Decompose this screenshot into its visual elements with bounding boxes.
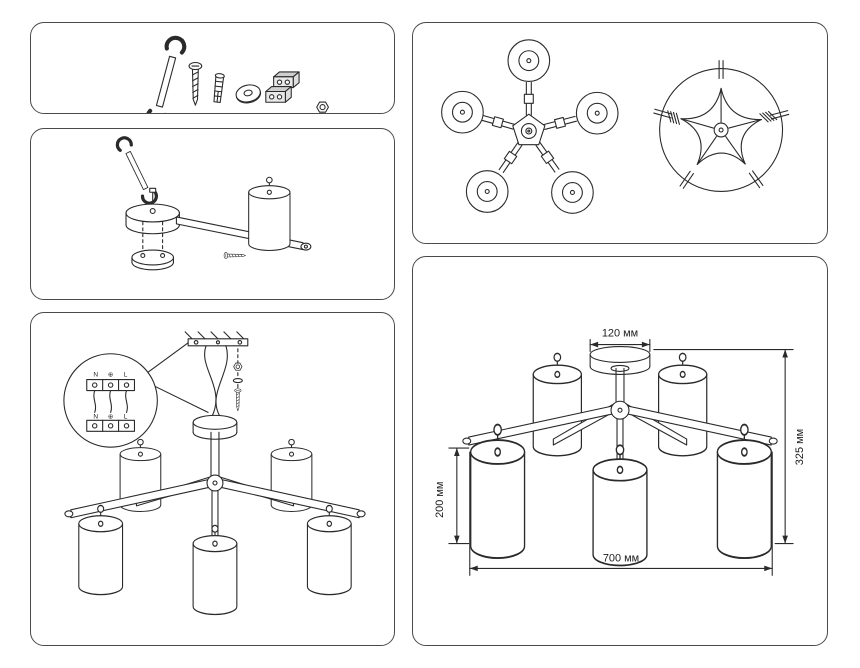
screw-icon bbox=[223, 252, 246, 259]
wire bbox=[215, 345, 228, 417]
terminal-strip bbox=[86, 379, 136, 392]
wire bbox=[93, 389, 97, 413]
terminal-strip bbox=[86, 419, 136, 432]
lamp-shade bbox=[592, 444, 648, 567]
central-hub bbox=[206, 474, 224, 492]
dimension-canopy-width: 120 мм bbox=[589, 328, 651, 353]
wiring-detail-magnifier: N ⊕ L N ⊕ L bbox=[63, 353, 158, 448]
lamp-shade bbox=[192, 524, 238, 616]
base-plate bbox=[131, 249, 175, 271]
terminal-block-icon bbox=[265, 71, 300, 103]
panel-top-view bbox=[412, 22, 828, 244]
dimension-total-width: 700 мм bbox=[469, 451, 773, 576]
terminal-label-earth: ⊕ bbox=[108, 413, 113, 420]
terminal-label-l: L bbox=[124, 372, 128, 379]
lamp-shade bbox=[716, 423, 773, 560]
tools-illustration bbox=[146, 36, 329, 113]
hub-detail-view bbox=[653, 60, 790, 193]
wall-plug-icon bbox=[213, 73, 225, 103]
lamp-shade bbox=[78, 504, 124, 596]
panel-tools bbox=[30, 22, 395, 114]
screw-icon bbox=[234, 388, 242, 411]
bolt-icon bbox=[149, 187, 157, 193]
hex-nut-icon bbox=[316, 101, 329, 113]
dimension-shade-height: 200 мм bbox=[434, 447, 470, 545]
wiring-illustration: N ⊕ L N ⊕ L bbox=[63, 331, 366, 616]
lamp-shade bbox=[248, 176, 291, 251]
dim-total-height-label: 325 мм bbox=[794, 429, 806, 465]
dim-canopy-width-label: 120 мм bbox=[602, 328, 638, 340]
terminal-label-n: N bbox=[93, 372, 98, 379]
canopy bbox=[589, 345, 651, 375]
terminal-label-l: L bbox=[124, 413, 128, 420]
screw-icon bbox=[188, 61, 203, 106]
canopy-assembly-illustration bbox=[113, 133, 312, 271]
wire bbox=[125, 389, 128, 413]
central-hub bbox=[610, 400, 630, 420]
shade-top-view bbox=[441, 90, 484, 134]
wrench-icon bbox=[146, 36, 186, 113]
arm-array bbox=[480, 81, 577, 173]
shade-top-view bbox=[465, 170, 509, 213]
panel-wiring-mounting: N ⊕ L N ⊕ L bbox=[30, 312, 395, 646]
dim-shade-height-label: 200 мм bbox=[434, 482, 446, 518]
washer-icon bbox=[235, 84, 261, 104]
shade-top-view bbox=[551, 171, 594, 214]
terminal-label-n: N bbox=[93, 413, 98, 420]
panel-canopy-assembly bbox=[30, 128, 395, 300]
ceiling-bracket bbox=[184, 331, 249, 347]
mounting-hub bbox=[125, 203, 180, 235]
dimension-total-height: 325 мм bbox=[653, 348, 806, 545]
lamp-arm bbox=[175, 216, 312, 251]
top-view-illustration bbox=[441, 39, 790, 214]
lamp-shade bbox=[306, 504, 352, 596]
dim-total-width-label: 700 мм bbox=[603, 552, 639, 564]
washer-icon bbox=[232, 378, 243, 384]
canopy bbox=[192, 414, 238, 440]
dimension-illustration: 120 мм 200 мм 32 bbox=[434, 328, 806, 576]
wire bbox=[109, 389, 112, 413]
hex-nut-icon bbox=[233, 362, 243, 371]
shade-top-view bbox=[575, 91, 619, 135]
panel-dimensions: 120 мм 200 мм 32 bbox=[412, 256, 828, 646]
terminal-label-earth: ⊕ bbox=[108, 372, 113, 379]
shade-top-view bbox=[507, 39, 551, 83]
lamp-shade bbox=[469, 423, 526, 560]
wire bbox=[204, 345, 217, 417]
